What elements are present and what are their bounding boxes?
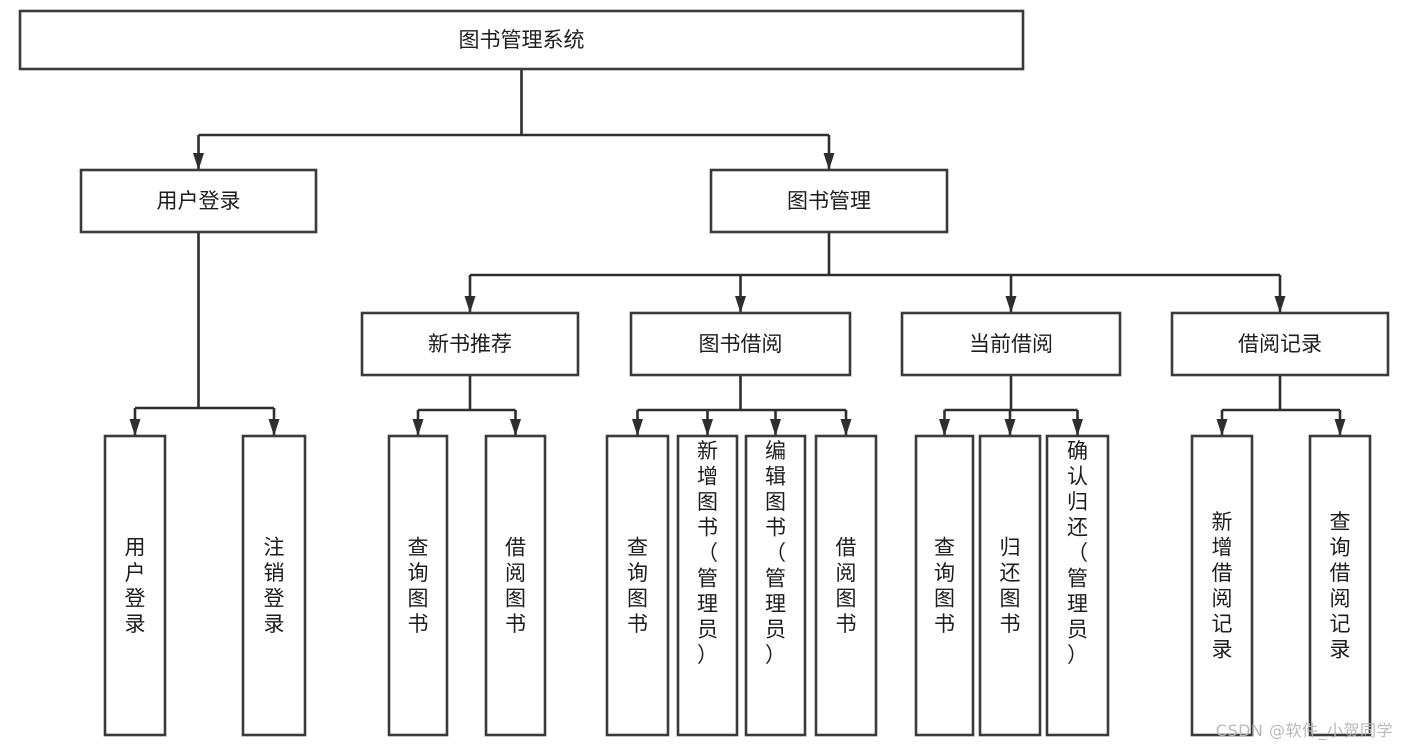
arrow-head-leaf-edit-book-admin [770, 419, 781, 436]
arrow-head-leaf-query-books-current [939, 419, 950, 436]
node-label-leaf-confirm-return-admin: 确认归还（管理员） [1067, 439, 1088, 667]
node-label-leaf-add-book-admin: 新增图书（管理员） [697, 439, 718, 667]
node-leaf-return-book[interactable]: 归还图书 [978, 434, 1042, 737]
node-box-leaf-add-borrow-record[interactable] [1190, 434, 1254, 737]
node-box-leaf-add-book-admin[interactable] [676, 434, 739, 737]
node-box-leaf-borrow-book[interactable] [814, 434, 878, 737]
node-current-borrow[interactable]: 当前借阅 [900, 311, 1122, 377]
node-label-leaf-user-login: 用户登录 [125, 535, 146, 636]
node-leaf-confirm-return-admin[interactable]: 确认归还（管理员） [1045, 434, 1110, 737]
arrow-head-leaf-borrow-books-recommend [510, 419, 521, 436]
node-book-borrow[interactable]: 图书借阅 [629, 311, 852, 377]
connector-layer [129, 69, 1346, 436]
arrow-head-leaf-borrow-book [840, 419, 852, 436]
node-box-leaf-query-borrow-record[interactable] [1308, 434, 1372, 737]
arrow-head-leaf-user-login [129, 419, 141, 436]
node-label-leaf-add-borrow-record: 新增借阅记录 [1212, 510, 1233, 662]
node-layer: 图书管理系统用户登录图书管理新书推荐图书借阅当前借阅借阅记录用户登录注销登录查询… [18, 9, 1390, 737]
arrow-head-new-book-recommend [464, 296, 476, 313]
node-box-leaf-user-logout[interactable] [241, 434, 307, 737]
arrow-head-leaf-query-borrow-record [1334, 419, 1346, 436]
node-root[interactable]: 图书管理系统 [18, 9, 1025, 71]
node-box-new-book-recommend[interactable] [360, 311, 580, 377]
node-label-leaf-query-books-current: 查询图书 [934, 535, 955, 636]
node-box-leaf-confirm-return-admin[interactable] [1045, 434, 1110, 737]
node-box-leaf-query-books-borrow[interactable] [605, 434, 670, 737]
node-label-borrow-records: 借阅记录 [1238, 332, 1322, 356]
arrow-head-leaf-add-borrow-record [1216, 419, 1228, 436]
arrow-head-leaf-user-logout [268, 419, 280, 436]
arrow-head-current-borrow [1005, 296, 1017, 313]
node-box-book-borrow[interactable] [629, 311, 852, 377]
node-label-leaf-query-books-recommend: 查询图书 [408, 535, 429, 636]
arrow-head-leaf-add-book-admin [702, 419, 713, 436]
node-box-leaf-edit-book-admin[interactable] [744, 434, 807, 737]
node-borrow-records[interactable]: 借阅记录 [1170, 311, 1390, 377]
node-leaf-add-borrow-record[interactable]: 新增借阅记录 [1190, 434, 1254, 737]
watermark-text: CSDN @软件_小贺同学 [1215, 721, 1393, 740]
arrow-head-leaf-return-book [1004, 419, 1016, 436]
node-leaf-borrow-books-recommend[interactable]: 借阅图书 [484, 434, 547, 737]
node-box-leaf-borrow-books-recommend[interactable] [484, 434, 547, 737]
arrow-head-book-borrow [735, 296, 746, 313]
node-box-leaf-return-book[interactable] [978, 434, 1042, 737]
node-user-login[interactable]: 用户登录 [79, 168, 318, 234]
node-leaf-query-borrow-record[interactable]: 查询借阅记录 [1308, 434, 1372, 737]
node-leaf-query-books-current[interactable]: 查询图书 [914, 434, 975, 737]
node-box-book-management[interactable] [709, 168, 949, 234]
node-leaf-user-login[interactable]: 用户登录 [103, 434, 167, 737]
node-label-leaf-borrow-books-recommend: 借阅图书 [505, 535, 526, 636]
node-label-leaf-query-borrow-record: 查询借阅记录 [1330, 510, 1351, 662]
node-label-root: 图书管理系统 [459, 28, 585, 52]
node-label-leaf-return-book: 归还图书 [1000, 535, 1021, 636]
arrow-head-leaf-confirm-return-admin [1072, 419, 1083, 436]
node-label-leaf-edit-book-admin: 编辑图书（管理员） [765, 439, 786, 667]
arrow-head-leaf-query-books-recommend [412, 419, 424, 436]
node-label-leaf-user-logout: 注销登录 [264, 535, 285, 636]
arrow-head-user-login [193, 153, 204, 170]
node-leaf-add-book-admin[interactable]: 新增图书（管理员） [676, 434, 739, 737]
node-box-leaf-query-books-recommend[interactable] [387, 434, 449, 737]
node-leaf-borrow-book[interactable]: 借阅图书 [814, 434, 878, 737]
node-leaf-query-books-borrow[interactable]: 查询图书 [605, 434, 670, 737]
node-box-leaf-query-books-current[interactable] [914, 434, 975, 737]
node-label-user-login: 用户登录 [157, 189, 241, 213]
node-book-management[interactable]: 图书管理 [709, 168, 949, 234]
node-label-leaf-query-books-borrow: 查询图书 [627, 535, 648, 636]
node-label-current-borrow: 当前借阅 [969, 332, 1053, 356]
arrow-head-leaf-query-books-borrow [632, 419, 643, 436]
arrow-head-book-management [823, 153, 835, 170]
node-label-new-book-recommend: 新书推荐 [428, 332, 512, 356]
node-label-leaf-borrow-book: 借阅图书 [836, 535, 857, 636]
node-leaf-query-books-recommend[interactable]: 查询图书 [387, 434, 449, 737]
node-leaf-edit-book-admin[interactable]: 编辑图书（管理员） [744, 434, 807, 737]
node-box-borrow-records[interactable] [1170, 311, 1390, 377]
node-label-book-borrow: 图书借阅 [699, 332, 783, 356]
node-leaf-user-logout[interactable]: 注销登录 [241, 434, 307, 737]
node-new-book-recommend[interactable]: 新书推荐 [360, 311, 580, 377]
node-box-leaf-user-login[interactable] [103, 434, 167, 737]
node-box-current-borrow[interactable] [900, 311, 1122, 377]
node-box-user-login[interactable] [79, 168, 318, 234]
node-box-root[interactable] [18, 9, 1025, 71]
node-label-book-management: 图书管理 [787, 189, 871, 213]
arrow-head-borrow-records [1274, 296, 1286, 313]
